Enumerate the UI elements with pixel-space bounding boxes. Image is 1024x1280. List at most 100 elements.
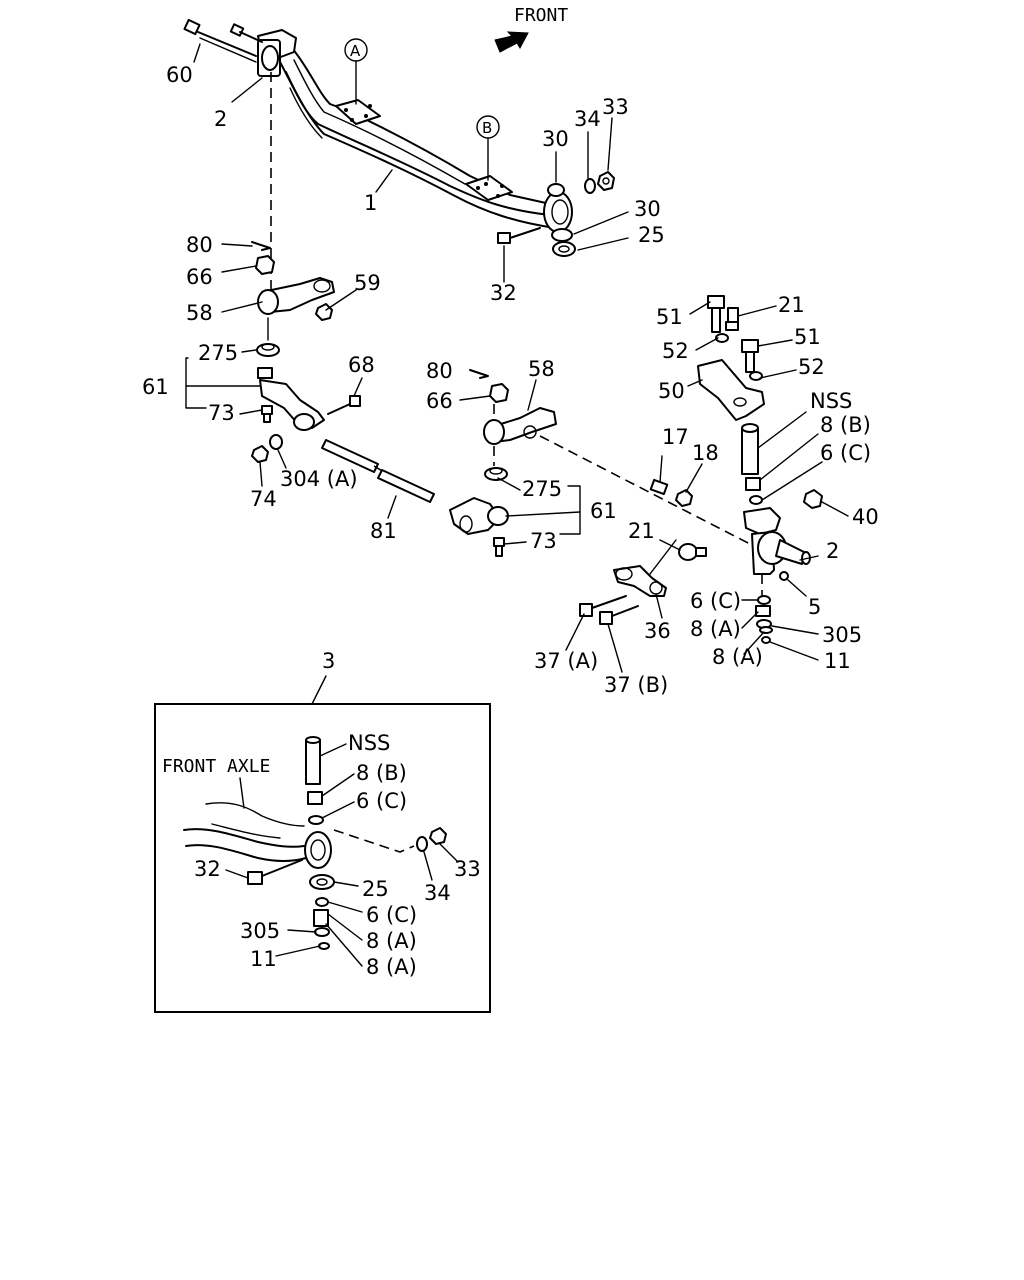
label-5: 5	[808, 595, 821, 619]
label-21-lower: 21	[628, 519, 655, 543]
washer-30-top	[547, 183, 565, 197]
label-3: 3	[322, 649, 335, 673]
label-1: 1	[364, 191, 377, 215]
label-nss: NSS	[810, 389, 852, 413]
label-66-left: 66	[186, 265, 213, 289]
nut-66-left	[255, 255, 275, 275]
label-8a-lower: 8 (A)	[712, 645, 763, 669]
label-32: 32	[490, 281, 517, 305]
inset-label-34: 34	[424, 881, 451, 905]
label-59: 59	[354, 271, 381, 295]
label-2-right: 2	[826, 539, 839, 563]
bolt-51-top	[707, 295, 725, 333]
tie-rod-81	[321, 439, 435, 503]
label-305: 305	[822, 623, 862, 647]
label-304a: 304 (A)	[280, 467, 358, 491]
inset-label-8a-upper: 8 (A)	[366, 929, 417, 953]
grease-nipple-73-right	[493, 537, 505, 557]
inset-label-6c: 6 (C)	[356, 789, 407, 813]
inset-label-nss: NSS	[348, 731, 390, 755]
label-18: 18	[692, 441, 719, 465]
axle-beam	[257, 29, 573, 233]
label-61-left: 61	[142, 375, 169, 399]
bolt-17	[649, 478, 669, 496]
label-11: 11	[824, 649, 851, 673]
seal-11	[761, 636, 771, 644]
leader-lines	[185, 43, 849, 673]
bolt-68	[327, 395, 361, 415]
bushing-8b	[745, 477, 761, 491]
label-61-right: 61	[590, 499, 617, 523]
front-label: FRONT	[514, 5, 568, 26]
label-81: 81	[370, 519, 397, 543]
cotter-pin-80	[251, 241, 271, 251]
label-80-center: 80	[426, 359, 453, 383]
fitting-21-lower	[678, 543, 707, 561]
arm-36	[613, 565, 667, 597]
bushing-8a-upper	[755, 605, 771, 617]
cap-5	[779, 571, 789, 581]
nut-66-center	[489, 383, 509, 403]
label-58-left: 58	[186, 301, 213, 325]
label-36: 36	[644, 619, 671, 643]
washer-30-bottom	[551, 228, 573, 242]
label-51-top: 51	[656, 305, 683, 329]
knuckle-arm-58-center	[483, 407, 557, 445]
nut-40	[803, 489, 823, 509]
label-80-left: 80	[186, 233, 213, 257]
bolt-37b	[599, 605, 639, 625]
label-30-bottom: 30	[634, 197, 661, 221]
label-50: 50	[658, 379, 685, 403]
label-73-left: 73	[208, 401, 235, 425]
inset-label-6c-lower: 6 (C)	[366, 903, 417, 927]
inset-label-8a-lower: 8 (A)	[366, 955, 417, 979]
bushing-8a-lower	[759, 626, 773, 634]
inset-label-33: 33	[454, 857, 481, 881]
bolt-51-second	[741, 339, 759, 373]
label-73-right: 73	[530, 529, 557, 553]
label-40: 40	[852, 505, 879, 529]
label-37a: 37 (A)	[534, 649, 598, 673]
shim-6c-lower	[757, 595, 771, 605]
inset-label-11: 11	[250, 947, 277, 971]
nut-33	[597, 171, 615, 191]
washer-52-second	[749, 371, 763, 381]
washer-52-top	[715, 333, 729, 343]
bracket-50	[697, 359, 765, 421]
label-8a-upper: 8 (A)	[690, 617, 741, 641]
label-52-top: 52	[662, 339, 689, 363]
label-58-center: 58	[528, 357, 555, 381]
label-34: 34	[574, 107, 601, 131]
nut-74	[251, 445, 269, 463]
cotter-pin-80-center	[469, 369, 489, 379]
label-6c-top: 6 (C)	[820, 441, 871, 465]
label-37b: 37 (B)	[604, 673, 668, 697]
inset-label-32: 32	[194, 857, 221, 881]
bolt-37a	[579, 595, 627, 617]
label-60: 60	[166, 63, 193, 87]
bolt-60	[183, 18, 263, 63]
inset-label-305: 305	[240, 919, 280, 943]
inset-title: FRONT AXLE	[162, 756, 270, 777]
knuckle-arm-58-left	[257, 277, 335, 315]
inset-label-25: 25	[362, 877, 389, 901]
marker-b: B	[482, 119, 492, 137]
label-33: 33	[602, 95, 629, 119]
label-52-second: 52	[798, 355, 825, 379]
bolt-32	[497, 227, 541, 244]
label-30-top: 30	[542, 127, 569, 151]
label-2-left: 2	[214, 107, 227, 131]
washer-34	[584, 178, 596, 194]
washer-25	[552, 241, 576, 257]
label-25: 25	[638, 223, 665, 247]
boot-275-left	[256, 343, 280, 357]
fitting-21-top	[725, 307, 739, 331]
nut-59	[315, 303, 333, 321]
grease-nipple-73-left	[261, 405, 273, 423]
label-21-top: 21	[778, 293, 805, 317]
label-74: 74	[250, 487, 277, 511]
washer-304a	[269, 434, 283, 450]
front-arrow-icon	[494, 31, 529, 53]
king-pin-nss	[741, 423, 759, 475]
